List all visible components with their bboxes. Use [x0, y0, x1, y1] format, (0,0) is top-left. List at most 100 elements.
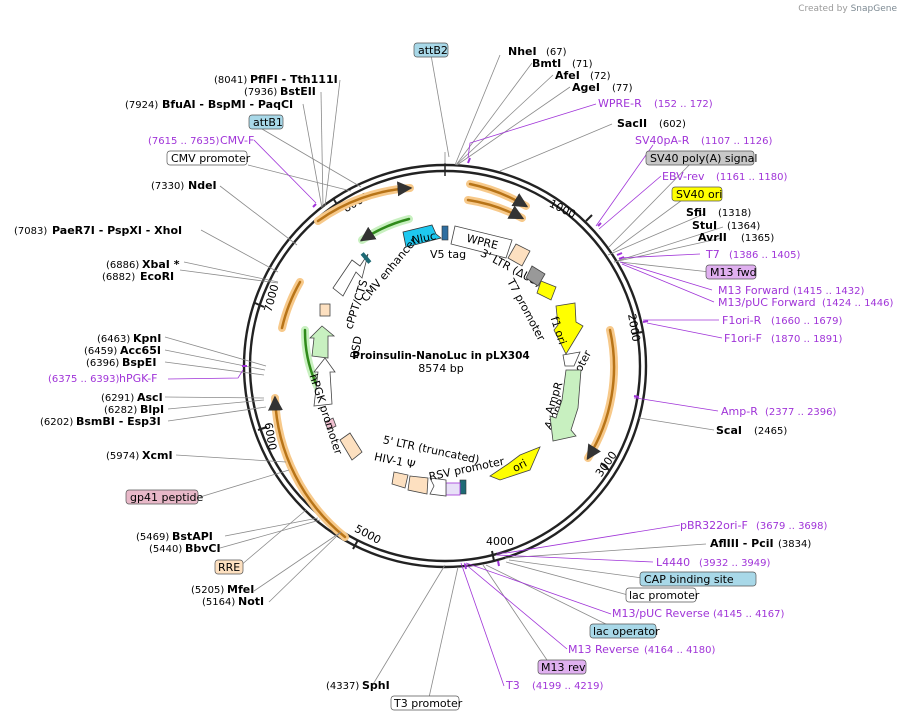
- primer-t3-pos: (4199 .. 4219): [532, 681, 604, 692]
- nluc-label: Nluc: [411, 229, 437, 247]
- site-ndei-pos: (7330): [151, 181, 184, 192]
- primer-wpre-r: WPRE-R: [598, 97, 642, 110]
- site-mfei-pos: (5205): [191, 585, 224, 596]
- primer-t7: T7: [705, 248, 720, 261]
- primer-m13-puc-forward: M13/pUC Forward: [718, 296, 816, 309]
- primer-sv40pa-r-pos: (1107 .. 1126): [701, 136, 773, 147]
- site-bsteii-pos: (7936): [244, 87, 277, 98]
- primer-m13-puc-reverse: M13/pUC Reverse: [612, 607, 710, 620]
- site-afei: AfeI: [555, 69, 580, 82]
- primer-sv40pa-r: SV40pA-R: [635, 134, 690, 147]
- site-nhei: NheI: [508, 45, 537, 58]
- box-t3-promoter: T3 promoter: [393, 697, 463, 710]
- site-mfei: MfeI: [227, 583, 254, 596]
- box-m13-rev: M13 rev: [541, 661, 586, 674]
- cmve-label: CMV enhancer: [359, 234, 421, 304]
- v5-label: V5 tag: [430, 248, 466, 261]
- site-noti: NotI: [238, 595, 264, 608]
- box-lac-operator: lac operator: [593, 625, 660, 638]
- site-bfuai-pos: (7924): [125, 100, 158, 111]
- site-scai-pos: (2465): [754, 426, 787, 437]
- credit-prefix: Created by: [798, 4, 848, 14]
- boxed-labels: attB2 attB1 CMV promoter SV40 poly(A) si…: [125, 42, 757, 711]
- hiv-feature: [391, 471, 409, 489]
- primer-m13-puc-forward-pos: (1424 .. 1446): [822, 298, 894, 309]
- site-pflfi-pos: (8041): [214, 75, 247, 86]
- primer-f1ori-r-pos: (1660 .. 1679): [771, 316, 843, 327]
- site-blpi-pos: (6282): [104, 405, 137, 416]
- box-cap-site: CAP binding site: [644, 573, 734, 586]
- box-attb2: attB2: [418, 44, 448, 57]
- site-ecori: EcoRI: [140, 270, 174, 283]
- site-xcmi: XcmI: [142, 449, 173, 462]
- box-sv40-polya: SV40 poly(A) signal: [650, 152, 757, 165]
- site-acc65i-pos: (6459): [84, 346, 117, 357]
- v5-feature: [441, 225, 449, 241]
- primer-m13-reverse-pos: (4164 .. 4180): [644, 645, 716, 656]
- tick-3000: 3000: [593, 449, 620, 479]
- box-m13-fwd: M13 fwd: [710, 266, 757, 279]
- site-afei-pos: (72): [590, 71, 611, 82]
- site-bsteii: BstEII: [280, 85, 316, 98]
- primer-cmv-f: CMV-F: [220, 134, 254, 147]
- hiv-label: HIV-1 Ψ: [373, 450, 417, 471]
- ori-label: ori: [510, 457, 529, 475]
- primer-m13-puc-reverse-pos: (4145 .. 4167): [713, 609, 785, 620]
- primer-marks: [242, 157, 649, 570]
- snapgene-logo: SnapGene: [850, 4, 897, 14]
- nluc-feature: [402, 224, 442, 248]
- site-bspei-pos: (6396): [86, 358, 119, 369]
- site-sfii: SfiI: [686, 206, 706, 219]
- site-bmti-pos: (71): [572, 59, 593, 70]
- site-kpni-pos: (6463): [97, 334, 130, 345]
- t7-feature: [536, 280, 557, 301]
- site-acc65i: Acc65I: [120, 344, 161, 357]
- box-gp41: gp41 peptide: [130, 491, 204, 504]
- tick-7000: 7000: [262, 283, 282, 313]
- primer-t3: T3: [505, 679, 520, 692]
- site-blpi: BlpI: [140, 403, 164, 416]
- site-afliii-pos: (3834): [778, 539, 811, 550]
- ltr5-feature: [407, 475, 429, 495]
- bsd-label: BSD: [348, 335, 365, 360]
- plasmid-size: 8574 bp: [418, 362, 463, 375]
- site-bspei: BspEI: [122, 356, 156, 369]
- site-xbai-pos: (6886): [106, 260, 139, 271]
- site-sphi-pos: (4337): [326, 681, 359, 692]
- primer-hpgk-f: hPGK-F: [119, 372, 157, 385]
- bsd-feature: [309, 325, 336, 359]
- ampr-feature: [549, 369, 582, 442]
- primer-labels: WPRE-R (152 .. 172) SV40pA-R (1107 .. 11…: [48, 97, 894, 692]
- hpgk-feature: [313, 357, 336, 407]
- site-ecori-pos: (6882): [102, 272, 135, 283]
- primer-wpre-r-pos: (152 .. 172): [654, 99, 713, 110]
- enzyme-leaders: [164, 54, 724, 703]
- site-avrii-pos: (1365): [741, 233, 774, 244]
- wpre-feature: [450, 225, 513, 259]
- cmve-feature: [332, 253, 369, 297]
- ltr3-feature: [507, 243, 531, 267]
- box-sv40-ori: SV40 ori: [676, 188, 722, 201]
- box-rre: RRE: [218, 561, 240, 574]
- primer-l4440: L4440: [656, 556, 690, 569]
- primer-pbr322ori-f: pBR322ori-F: [680, 519, 748, 532]
- primer-l4440-pos: (3932 .. 3949): [699, 558, 771, 569]
- site-bstapi: BstAPI: [172, 530, 213, 543]
- site-bbvci-pos: (5440): [149, 544, 182, 555]
- primer-m13-forward-pos: (1415 .. 1432): [793, 286, 865, 297]
- site-avrii: AvrII: [698, 231, 727, 244]
- site-afliii-pcii: AflIII - PciI: [710, 537, 774, 550]
- primer-t7-pos: (1386 .. 1405): [729, 250, 801, 261]
- site-agei-pos: (77): [612, 83, 633, 94]
- snapgene-credit: Created by SnapGene: [798, 4, 897, 14]
- primer-ebv-rev: EBV-rev: [662, 170, 705, 183]
- rsv-feature: [429, 477, 447, 497]
- tick-4000: 4000: [486, 535, 514, 548]
- site-bmti: BmtI: [532, 57, 561, 70]
- primer-f1ori-r: F1ori-R: [722, 314, 762, 327]
- primer-hpgk-f-pos: (6375 .. 6393): [48, 374, 120, 385]
- site-pflfi-tth111i: PflFI - Tth111I: [250, 73, 338, 86]
- site-bbvci: BbvCI: [185, 542, 221, 555]
- primer-cmv-f-pos: (7615 .. 7635): [148, 136, 220, 147]
- site-sphi: SphI: [362, 679, 390, 692]
